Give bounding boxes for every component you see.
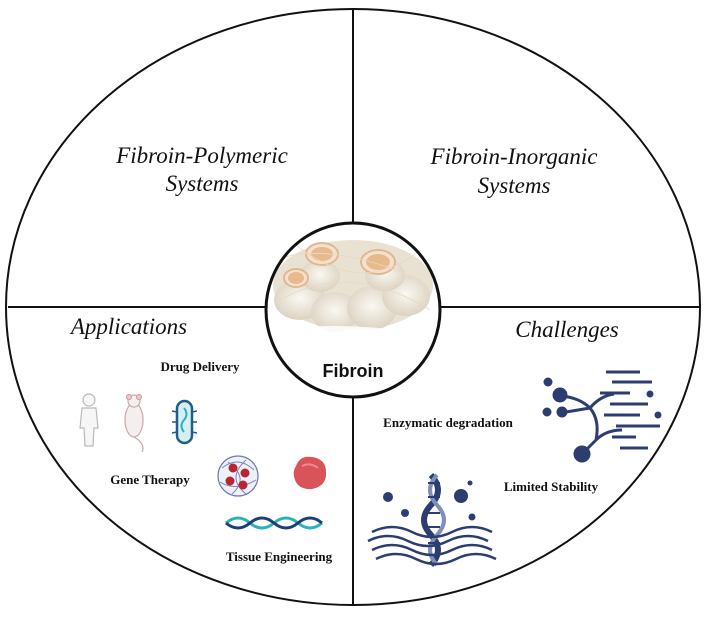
- tissue-engineering-label: Tissue Engineering: [226, 549, 333, 564]
- fibroin-inorganic-line1: Fibroin-Inorganic: [430, 144, 598, 169]
- human-icon: [79, 393, 99, 447]
- center-label: Fibroin: [323, 361, 384, 381]
- bacterium-icon: [171, 399, 198, 445]
- rat-icon: [124, 393, 144, 453]
- dna-wave-icon: [367, 472, 497, 568]
- applications-title: Applications: [69, 314, 187, 339]
- nanoparticle-icon: [217, 455, 259, 497]
- enzymatic-degradation-label: Enzymatic degradation: [383, 415, 513, 430]
- limited-stability-label: Limited Stability: [504, 479, 599, 494]
- drug-delivery-label: Drug Delivery: [160, 359, 240, 374]
- tissue-blob-icon: [293, 456, 327, 490]
- challenges-title: Challenges: [515, 317, 619, 342]
- fibroin-inorganic-line2: Systems: [478, 173, 551, 198]
- molecule-network-icon: [542, 370, 662, 463]
- cocoon-photo: [264, 221, 442, 399]
- dna-helix-icon: [225, 516, 323, 530]
- fibroin-polymeric-line1: Fibroin-Polymeric: [115, 143, 288, 168]
- gene-therapy-label: Gene Therapy: [110, 472, 190, 487]
- fibroin-polymeric-line2: Systems: [166, 171, 239, 196]
